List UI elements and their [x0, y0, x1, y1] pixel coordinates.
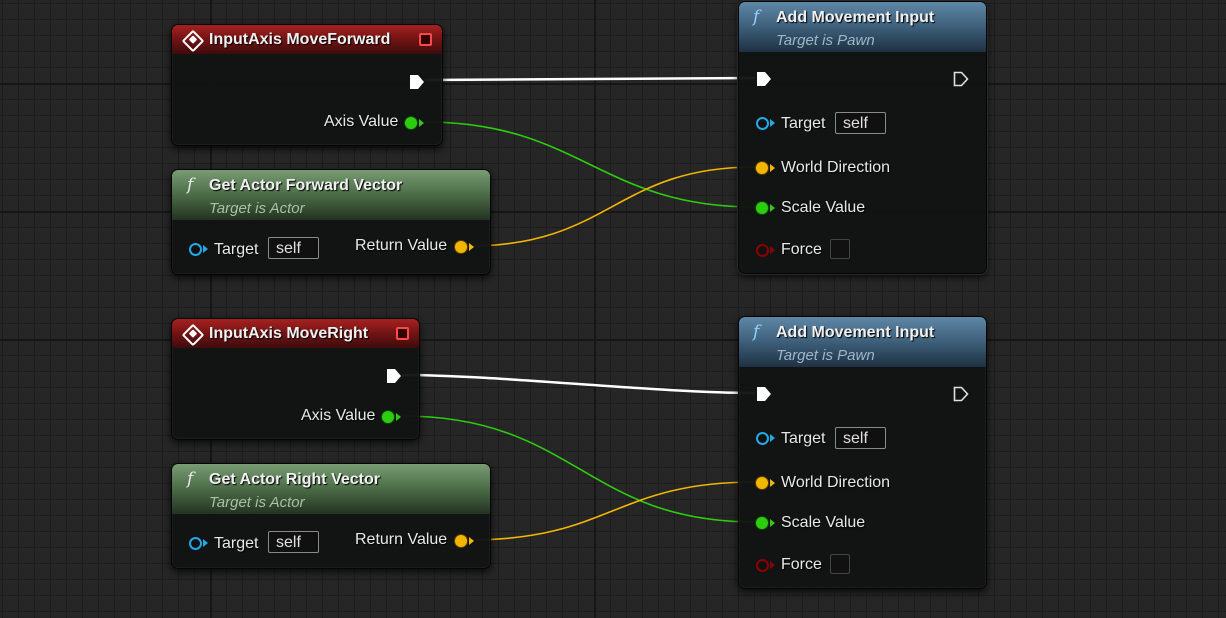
- target-label: Target: [214, 535, 259, 552]
- event-header: InputAxis MoveForward: [172, 25, 442, 54]
- force-checkbox[interactable]: [830, 239, 850, 259]
- vector-wire-right[interactable]: [468, 481, 756, 541]
- axis-value-label: Axis Value: [301, 407, 376, 424]
- node-title: InputAxis MoveForward: [209, 31, 391, 48]
- pin-arrow-icon: [770, 164, 775, 172]
- pin-arrow-icon: [203, 245, 208, 253]
- target-input[interactable]: self: [268, 237, 319, 259]
- return-value-label: Return Value: [355, 237, 448, 254]
- force-label: Force: [781, 556, 822, 573]
- pin-arrow-icon: [770, 519, 775, 527]
- exec-in-pin-icon[interactable]: [756, 386, 771, 401]
- function-icon: f: [753, 322, 760, 342]
- pin-arrow-icon: [770, 204, 775, 212]
- force-checkbox[interactable]: [830, 554, 850, 574]
- target-input[interactable]: self: [835, 112, 886, 134]
- exec-wire-forward[interactable]: [424, 76, 756, 82]
- function-icon: f: [753, 7, 760, 27]
- force-label: Force: [781, 241, 822, 258]
- pure-function-header: f Get Actor Forward Vector Target is Act…: [172, 170, 490, 220]
- exec-out-pin-icon[interactable]: [953, 71, 969, 87]
- vector-pin-icon[interactable]: [756, 477, 768, 489]
- pin-arrow-icon: [770, 434, 775, 442]
- stop-icon: [419, 33, 432, 46]
- add-movement-input-node-2[interactable]: f Add Movement Input Target is Pawn Targ…: [738, 316, 987, 589]
- pin-arrow-icon: [469, 243, 474, 251]
- target-label: Target: [781, 430, 826, 447]
- float-wire-forward[interactable]: [424, 121, 756, 208]
- event-diamond-icon: [181, 29, 205, 53]
- target-input[interactable]: self: [268, 531, 319, 553]
- world-direction-label: World Direction: [781, 474, 891, 491]
- bool-pin-icon[interactable]: [756, 244, 769, 257]
- object-pin-icon[interactable]: [756, 432, 769, 445]
- return-value-label: Return Value: [355, 531, 448, 548]
- float-wire-right[interactable]: [401, 415, 756, 523]
- vector-pin-icon[interactable]: [756, 162, 768, 174]
- float-pin-icon[interactable]: [382, 411, 394, 423]
- pure-function-header: f Get Actor Right Vector Target is Actor: [172, 464, 490, 514]
- target-label: Target: [214, 241, 259, 258]
- node-subtitle: Target is Pawn: [776, 347, 875, 364]
- node-title: InputAxis MoveRight: [209, 325, 369, 342]
- stop-icon: [396, 327, 409, 340]
- event-header: InputAxis MoveRight: [172, 319, 419, 348]
- exec-pin-icon[interactable]: [386, 368, 401, 383]
- axis-value-label: Axis Value: [324, 113, 399, 130]
- vector-pin-icon[interactable]: [455, 535, 467, 547]
- get-actor-forward-vector-node[interactable]: f Get Actor Forward Vector Target is Act…: [171, 169, 491, 275]
- exec-wire-right[interactable]: [401, 373, 756, 395]
- pin-arrow-icon: [203, 539, 208, 547]
- event-node-move-forward[interactable]: InputAxis MoveForward Axis Value: [171, 24, 443, 146]
- function-header: f Add Movement Input Target is Pawn: [739, 317, 986, 367]
- vector-wire-forward[interactable]: [468, 166, 756, 247]
- node-title: Get Actor Right Vector: [209, 471, 380, 488]
- exec-in-pin-icon[interactable]: [756, 71, 771, 86]
- scale-value-label: Scale Value: [781, 514, 866, 531]
- object-pin-icon[interactable]: [189, 537, 202, 550]
- world-direction-label: World Direction: [781, 159, 891, 176]
- pin-arrow-icon: [419, 119, 424, 127]
- pin-arrow-icon: [770, 479, 775, 487]
- node-title: Add Movement Input: [776, 324, 935, 341]
- bool-pin-icon[interactable]: [756, 559, 769, 572]
- node-title: Get Actor Forward Vector: [209, 177, 403, 194]
- add-movement-input-node-1[interactable]: f Add Movement Input Target is Pawn Targ…: [738, 1, 987, 274]
- function-header: f Add Movement Input Target is Pawn: [739, 2, 986, 52]
- function-icon: f: [187, 469, 194, 489]
- pin-arrow-icon: [469, 537, 474, 545]
- function-icon: f: [187, 175, 194, 195]
- object-pin-icon[interactable]: [756, 117, 769, 130]
- event-diamond-icon: [181, 323, 205, 347]
- pin-arrow-icon: [770, 561, 775, 569]
- vector-pin-icon[interactable]: [455, 241, 467, 253]
- pin-arrow-icon: [770, 246, 775, 254]
- get-actor-right-vector-node[interactable]: f Get Actor Right Vector Target is Actor…: [171, 463, 491, 569]
- scale-value-label: Scale Value: [781, 199, 866, 216]
- float-pin-icon[interactable]: [756, 202, 768, 214]
- exec-pin-icon[interactable]: [409, 74, 424, 89]
- float-pin-icon[interactable]: [756, 517, 768, 529]
- target-label: Target: [781, 115, 826, 132]
- node-subtitle: Target is Actor: [209, 200, 305, 217]
- pin-arrow-icon: [770, 119, 775, 127]
- event-node-move-right[interactable]: InputAxis MoveRight Axis Value: [171, 318, 420, 440]
- node-title: Add Movement Input: [776, 9, 935, 26]
- node-subtitle: Target is Pawn: [776, 32, 875, 49]
- object-pin-icon[interactable]: [189, 243, 202, 256]
- float-pin-icon[interactable]: [405, 117, 417, 129]
- node-subtitle: Target is Actor: [209, 494, 305, 511]
- target-input[interactable]: self: [835, 427, 886, 449]
- pin-arrow-icon: [396, 413, 401, 421]
- exec-out-pin-icon[interactable]: [953, 386, 969, 402]
